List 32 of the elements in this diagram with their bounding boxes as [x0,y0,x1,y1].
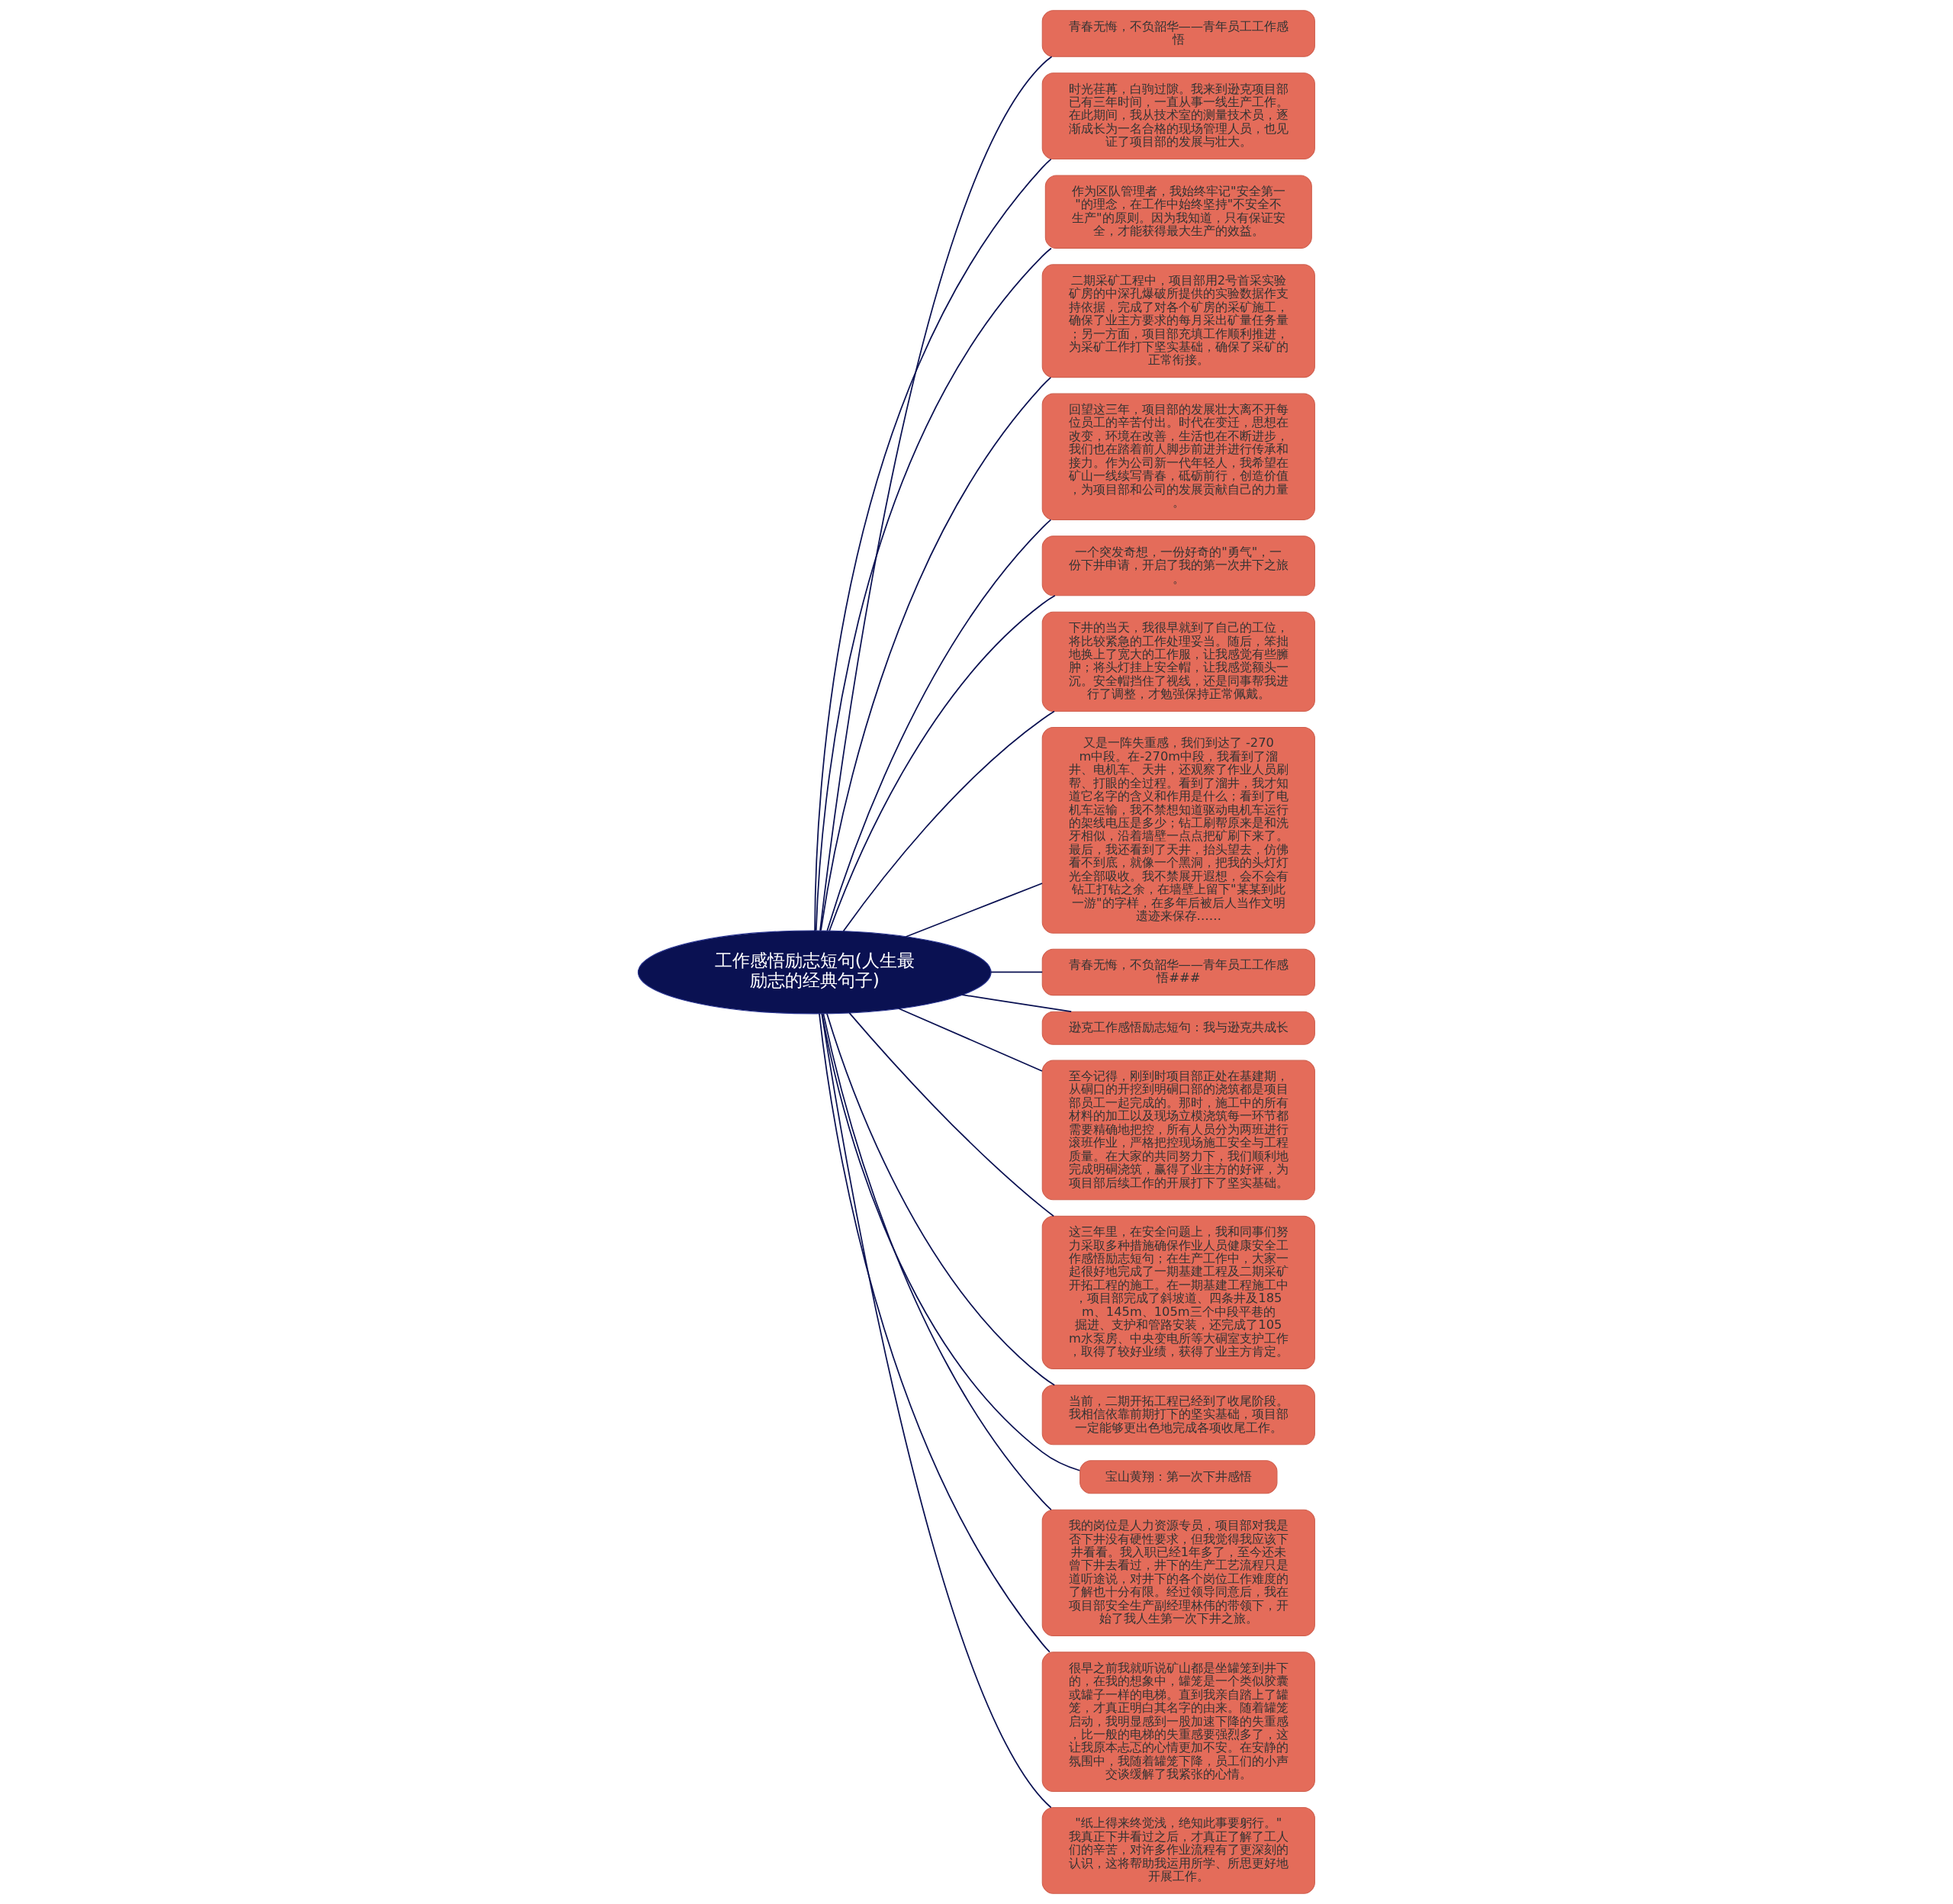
node-box: 作为区队管理者，我始终牢记"安全第一"的理念，在工作中始终坚持"不安全不生产"的原则。因为我知道，只有保证安全，才能获得最大生产的效益。 [1044,175,1312,249]
node-box: 一个突发奇想，一份好奇的"勇气"，一份下井申请，开启了我的第一次井下之旅。 [1041,536,1315,597]
node-box: 当前，二期开拓工程已经到了收尾阶段。我相信依靠前期打下的坚实基础，项目部一定能够更出色地完成各项收尾工作。 [1041,1385,1315,1446]
node-box: 宝山黄翔：第一次下井感悟 [1079,1460,1278,1494]
node-box: 很早之前我就听说矿山都是坐罐笼到井下的，在我的想象中，罐笼是一个类似胶囊或罐子一样的电梯。直到我亲自踏上了罐笼，才真正明白其名字的由来。随着罐笼启动，我明显感到一股加速下降的失重感，比一般的电梯的失重感要强烈多了，这让我原本忐忑的心情更加不安。在安静的氛围中，我随着罐笼下降，员工们的小声交谈缓解了我紧张的心情。 [1041,1652,1315,1793]
connector [820,377,1052,931]
node-box: 又是一阵失重感，我们到达了 -270m中段。在-270m中段，我看到了溜井、电机车、天井，还观察了作业人员刷帮、打眼的全过程。看到了溜井，我才知道它名字的含义和作用是什么；看到了电机车运输，我不禁想知道驱动电机车运行的架线电压是多少；钻工刷帮原来是和洗牙相似，沿着墙壁一点点把矿刷下来了。最后，我还看到了天井，抬头望去，仿佛看不到底，就像一个黑洞，把我的头灯灯光全部吸收。我不禁展开遐想，会不会有钻工打钻之余，在墙壁上留下"某某到此一游"的字样，在多年后被后人当作文明遗迹来保存…… [1041,726,1315,934]
connector [905,883,1043,938]
node-box: "纸上得来终觉浅，绝知此事要躬行。"我真正下井看过之后，才真正了解了工人们的辛苦，对许多作业流程有了更深刻的认识，这将帮助我运用所学、所思更好地开展工作。 [1041,1806,1315,1894]
connector [848,1012,1054,1217]
connector [822,1013,1052,1511]
node-box: 我的岗位是人力资源专员，项目部对我是否下井没有硬性要求，但我觉得我应该下井看看。我入职已经1年多了，至今还未曾下井去看过，井下的生产工艺流程只是道听途说，对井下的各个岗位工作难度的了解也十分有限。经过领导同意后，我在项目部安全生产副经理林伟的带领下，开始了我人生第一次下井之旅。 [1041,1509,1315,1636]
node-box: 时光荏苒，白驹过隙。我来到逊克项目部已有三年时间，一直从事一线生产工作。在此期间，我从技术室的测量技术员，逐渐成长为一名合格的现场管理人员，也见证了项目部的发展与壮大。 [1041,72,1315,160]
connector [961,994,1073,1013]
node-box: 下井的当天，我很早就到了自己的工位，将比较紧急的工作处理妥当。随后，笨拙地换上了宽大的工作服，让我感觉有些臃肿；将头灯挂上安全帽，让我感觉额头一沉。安全帽挡住了视线，还是同事帮我进行了调整，才勉强保持正常佩戴。 [1041,611,1315,712]
node-box: 青春无悔，不负韶华——青年员工工作感悟### [1041,948,1315,996]
connector [821,1013,1052,1809]
connector [826,1012,1056,1386]
connector [828,595,1056,931]
node-box: 逊克工作感悟励志短句：我与逊克共成长 [1041,1011,1315,1045]
connector [990,971,1044,973]
connector [819,1013,1051,1653]
node-box: 回望这三年，项目部的发展壮大离不开每位员工的辛苦付出。时代在变迁，思想在改变，环境在改善，生活也在不断进步，我们也在踏着前人脚步前进并进行传承和接力。作为公司新一代年轻人，我希望在矿山一线续写青春，砥砺前行，创造价值，为项目部和公司的发展贡献自己的力量。 [1041,393,1315,520]
connector [826,519,1052,931]
node-ellipse: 工作感悟励志短句(人生最励志的经典句子) [637,930,992,1015]
connector [842,710,1055,932]
node-box: 这三年里，在安全问题上，我和同事们努力采取多种措施确保作业人员健康安全工作感悟励志短句；在生产工作中，大家一起很好地完成了一期基建工程及二期采矿开拓工程的施工。在一期基建工程施工中，项目部完成了斜坡道、四条井及185m、145m、105m三个中段平巷的掘进、支护和管路安装，还完成了105m水泵房、中央变电所等大硐室支护工作，取得了较好业绩，获得了业主方肯定。 [1041,1215,1315,1369]
node-box: 至今记得，刚到时项目部正处在基建期，从硐口的开挖到明硐口部的浇筑都是项目部员工一起完成的。那时，施工中的所有材料的加工以及现场立模浇筑每一环节都需要精确地把控，所有人员分为两班进行滚班作业，严格把控现场施工安全与工程质量。在大家的共同努力下，我们顺利地完成明硐浇筑，赢得了业主方的好评，为项目部后续工作的开展打下了坚实基础。 [1041,1060,1315,1201]
connector [898,1008,1043,1072]
connector [821,1013,1081,1471]
node-box: 二期采矿工程中，项目部用2号首采实验矿房的中深孔爆破所提供的实验数据作支持依据，完成了对各个矿房的采矿施工，确保了业主方要求的每月采出矿量任务量；另一方面，项目部充填工作顺利推进，为采矿工作打下坚实基础，确保了采矿的正常衔接。 [1041,264,1315,378]
node-box: 青春无悔，不负韶华——青年员工工作感悟 [1041,10,1315,57]
